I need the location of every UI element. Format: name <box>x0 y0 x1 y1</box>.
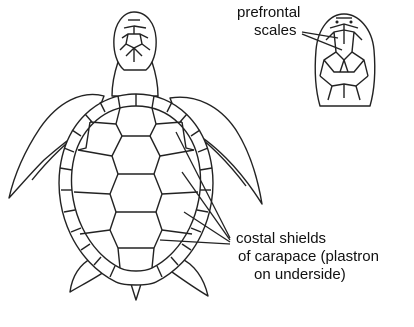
inset-nostril-left <box>336 21 339 24</box>
costal-label-line-1: costal shields <box>236 230 326 248</box>
carapace <box>59 94 213 285</box>
prefrontal-label-line-1: prefrontal <box>237 4 300 22</box>
head <box>114 12 156 70</box>
tail <box>131 284 141 300</box>
costal-label-line-3: on underside) <box>254 266 346 284</box>
inset-nostril-right <box>350 21 353 24</box>
costal-label-line-2: of carapace (plastron <box>238 248 379 266</box>
prefrontal-label-line-2: scales <box>254 22 297 40</box>
head-detail-inset <box>315 14 375 106</box>
